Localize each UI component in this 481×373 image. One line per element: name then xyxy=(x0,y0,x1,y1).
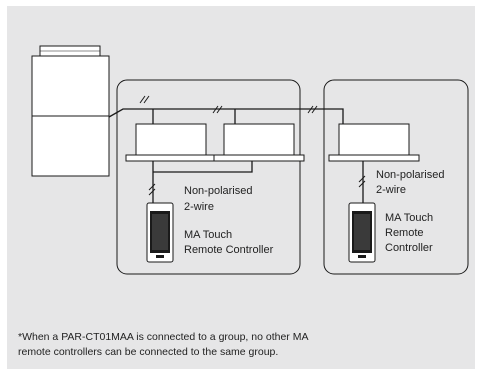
group-1-wire-label-line2: 2-wire xyxy=(184,201,214,213)
group-2-controller-label-line2: Remote xyxy=(385,227,424,239)
group-1-controller-label-line1: MA Touch xyxy=(184,229,232,241)
group-1-controller-wire xyxy=(153,161,253,173)
footnote-line-1: *When a PAR-CT01MAA is connected to a gr… xyxy=(18,331,309,343)
indoor-unit-1 xyxy=(125,123,217,162)
group-2-controller-label-line1: MA Touch xyxy=(385,212,433,224)
remote-controller-2 xyxy=(348,202,376,263)
group-1-wire-label-line1: Non-polarised xyxy=(184,185,252,197)
footnote: *When a PAR-CT01MAA is connected to a gr… xyxy=(18,330,468,360)
group-1-controller-label-line2: Remote Controller xyxy=(184,244,274,256)
remote-controller-1 xyxy=(146,202,174,263)
group-1-box xyxy=(116,79,301,275)
footnote-line-2: remote controllers can be connected to t… xyxy=(18,346,279,358)
group-2-controller-label-line3: Controller xyxy=(385,242,433,254)
wire-tick-marks xyxy=(139,95,366,196)
outdoor-unit xyxy=(31,45,110,177)
group-2-box xyxy=(323,79,469,275)
group-2-wire-label-line2: 2-wire xyxy=(376,184,406,196)
transmission-line xyxy=(108,108,344,124)
group-2-wire-label-line1: Non-polarised xyxy=(376,169,444,181)
indoor-unit-3 xyxy=(328,123,420,162)
indoor-unit-2 xyxy=(213,123,305,162)
